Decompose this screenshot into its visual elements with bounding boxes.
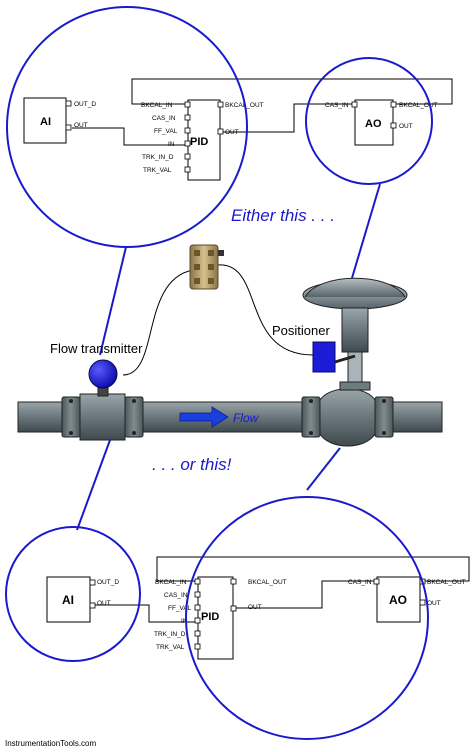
flow-label: Flow — [233, 411, 260, 425]
top-ao-out: OUT — [399, 123, 413, 130]
transmitter-cable — [122, 269, 194, 376]
top-right-pointer-line — [351, 183, 381, 279]
valve-body — [319, 388, 376, 447]
top-pid-trk-val: TRK_VAL — [143, 167, 172, 174]
top-left-highlight-circle — [6, 6, 248, 248]
control-valve-actuator — [302, 277, 408, 391]
top-pid-to-ao-wire — [223, 103, 355, 133]
bottom-pid-to-ao-wire — [233, 580, 377, 609]
top-pid-in: IN — [168, 141, 175, 148]
top-ai-to-pid-wire — [72, 127, 188, 146]
top-feedback-loop — [131, 78, 453, 105]
bottom-pid-cas-in: CAS_IN — [164, 592, 188, 599]
flowmeter-body — [79, 393, 126, 441]
process-illustration: Flow Flow transmitter Positioner — [17, 244, 443, 447]
top-ai-block: AI OUT_D OUT — [23, 97, 96, 144]
junction-coupler-icon — [189, 244, 224, 290]
bottom-pid-name: PID — [201, 611, 219, 623]
top-left-pointer-line — [99, 246, 127, 356]
bottom-ao-cas-in: CAS_IN — [348, 579, 372, 586]
bottom-right-pointer-line — [306, 447, 341, 491]
caption-or: . . . or this! — [152, 455, 232, 474]
top-ao-name: AO — [365, 118, 382, 130]
top-pid-trk-in-d: TRK_IN_D — [142, 154, 174, 161]
top-ao-block: AO CAS_IN BKCAL_OUT OUT — [325, 99, 438, 146]
bottom-ai-block: AI OUT_D OUT — [46, 576, 119, 623]
bottom-pid-trk-val: TRK_VAL — [156, 644, 185, 651]
flow-transmitter-label: Flow transmitter — [50, 341, 143, 356]
top-ai-out-pin — [65, 124, 72, 131]
positioner-icon — [312, 341, 336, 373]
top-pid-cas-in: CAS_IN — [152, 115, 176, 122]
bottom-ai-out-label: OUT — [97, 600, 111, 607]
top-pid-bkcal-in: BKCAL_IN — [141, 102, 173, 109]
flow-arrow-icon — [179, 406, 229, 428]
bottom-left-pointer-line — [76, 439, 111, 531]
bottom-left-highlight-circle — [5, 526, 141, 662]
bottom-pid-bkcal-out: BKCAL_OUT — [248, 579, 287, 586]
top-ai-out-d-pin — [65, 100, 72, 107]
bottom-ai-to-pid-wire — [93, 604, 198, 623]
bottom-ao-out: OUT — [427, 600, 441, 607]
bottom-feedback-loop — [156, 556, 470, 582]
top-pid-name: PID — [190, 136, 208, 148]
top-pid-out: OUT — [225, 129, 239, 136]
positioner-linkage — [334, 354, 356, 364]
bottom-pid-ff-val: FF_VAL — [168, 605, 192, 612]
top-ai-name: AI — [40, 116, 51, 128]
top-ao-bkcal-out: BKCAL_OUT — [399, 102, 438, 109]
top-ai-out-label: OUT — [74, 122, 88, 129]
bottom-ao-name: AO — [389, 593, 407, 607]
bottom-right-highlight-circle — [185, 496, 429, 740]
bottom-pid-out: OUT — [248, 604, 262, 611]
top-pid-block: PID BKCAL_IN CAS_IN FF_VAL IN TRK_IN_D T… — [141, 99, 264, 181]
bottom-pid-in: IN — [181, 618, 188, 625]
top-block-diagram: AI OUT_D OUT PID BKCAL_IN CAS_IN FF_VAL … — [23, 78, 453, 181]
top-ao-cas-in: CAS_IN — [325, 102, 349, 109]
bottom-ao-bkcal-out: BKCAL_OUT — [427, 579, 466, 586]
top-ai-out-d-label: OUT_D — [74, 101, 96, 108]
bottom-ao-block: AO CAS_IN BKCAL_OUT OUT — [348, 576, 466, 623]
top-right-highlight-circle — [305, 57, 433, 185]
caption-either: Either this . . . — [231, 206, 335, 225]
bottom-ai-name: AI — [62, 593, 74, 607]
bottom-pid-block: PID BKCAL_IN CAS_IN FF_VAL IN TRK_IN_D T… — [154, 576, 287, 660]
top-pid-ff-val: FF_VAL — [154, 128, 178, 135]
bottom-ai-out-d-label: OUT_D — [97, 579, 119, 586]
footer-credit: InstrumentationTools.com — [5, 739, 96, 748]
bottom-pid-trk-in-d: TRK_IN_D — [154, 631, 186, 638]
positioner-label: Positioner — [272, 323, 330, 338]
bottom-pid-bkcal-in: BKCAL_IN — [155, 579, 187, 586]
flow-transmitter-icon — [88, 359, 118, 389]
positioner-cable — [217, 264, 314, 356]
bottom-block-diagram: AI OUT_D OUT PID BKCAL_IN CAS_IN FF_VAL … — [46, 556, 470, 660]
